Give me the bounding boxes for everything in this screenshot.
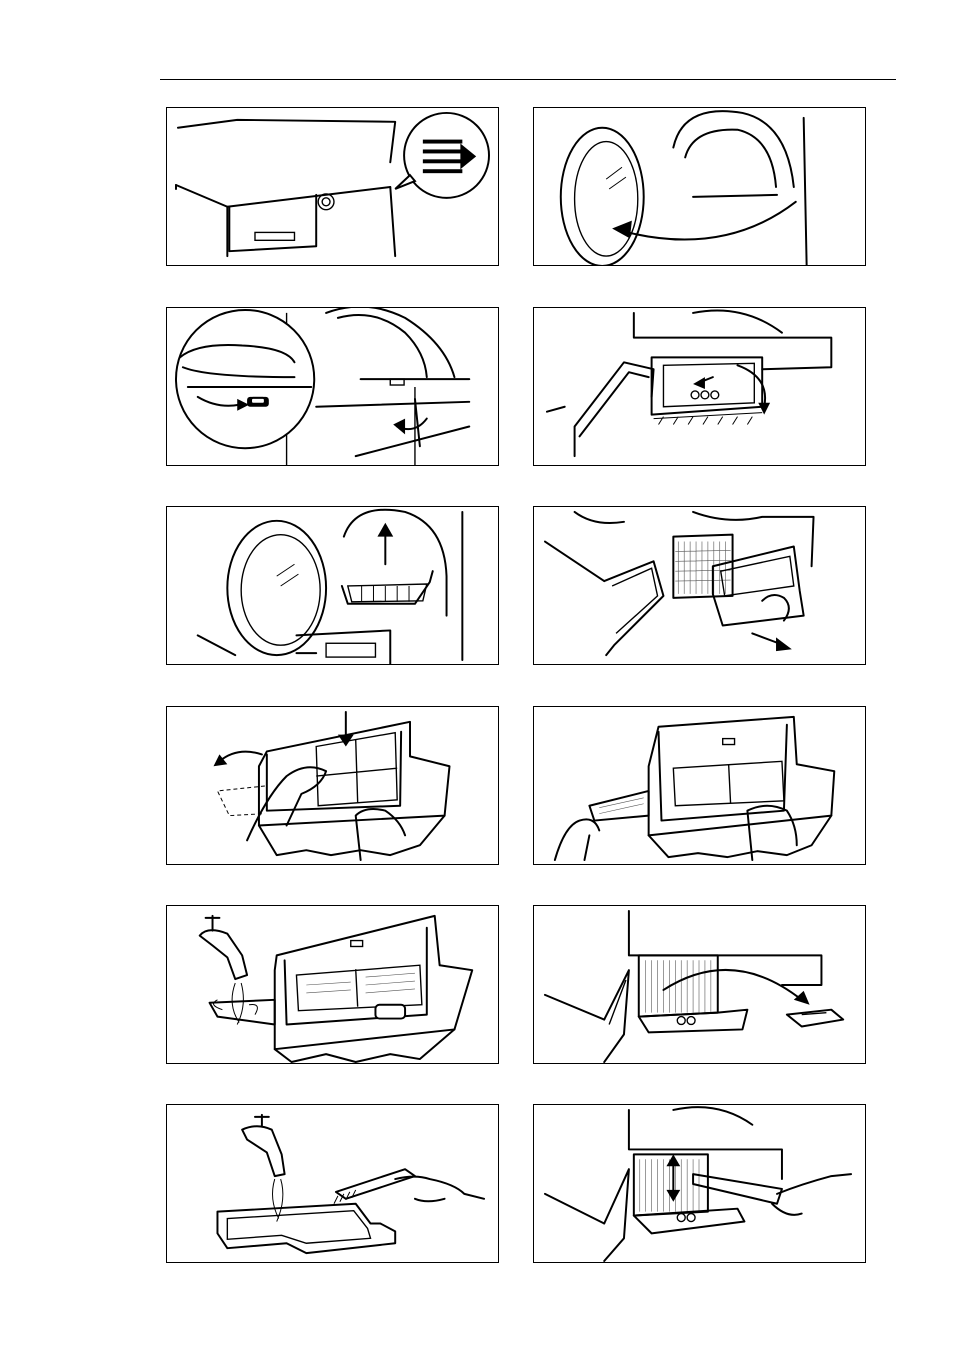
step-8-panel	[533, 706, 866, 865]
step-1-panel	[166, 107, 499, 266]
rotate-arrow-icon	[620, 202, 796, 240]
rinse-filter-box-illustration	[167, 906, 498, 1063]
curved-arrow-icon	[663, 970, 801, 1000]
plinth-open-illustration	[534, 308, 865, 465]
tap-icon	[242, 1115, 284, 1176]
step-3-panel	[166, 307, 499, 466]
open-filter-box-illustration	[167, 707, 498, 864]
step-9-panel	[166, 905, 499, 1064]
header-rule	[160, 79, 896, 80]
down-arrow-icon	[738, 365, 766, 406]
plinth-unlock-illustration	[167, 308, 498, 465]
filter-box-opened-illustration	[534, 707, 865, 864]
rotate-arrow-icon	[219, 752, 261, 762]
pull-filter-illustration	[534, 507, 865, 664]
step-7-panel	[166, 706, 499, 865]
brush-icon	[336, 1169, 415, 1199]
callout-circle	[404, 113, 489, 198]
dryer-top-illustration	[167, 108, 498, 265]
step-5-panel	[166, 506, 499, 665]
step-10-panel	[533, 905, 866, 1064]
door-open-illustration	[534, 108, 865, 265]
vacuum-nozzle-icon	[693, 1174, 782, 1204]
lift-filter-illustration	[167, 507, 498, 664]
step-12-panel	[533, 1104, 866, 1263]
step-4-panel	[533, 307, 866, 466]
detail-circle	[176, 310, 314, 448]
tap-icon	[200, 916, 247, 979]
vacuum-condenser-illustration	[534, 1105, 865, 1262]
step-2-panel	[533, 107, 866, 266]
brush-tray-illustration	[167, 1105, 498, 1262]
remove-foam-illustration	[534, 906, 865, 1063]
step-6-panel	[533, 506, 866, 665]
step-11-panel	[166, 1104, 499, 1263]
